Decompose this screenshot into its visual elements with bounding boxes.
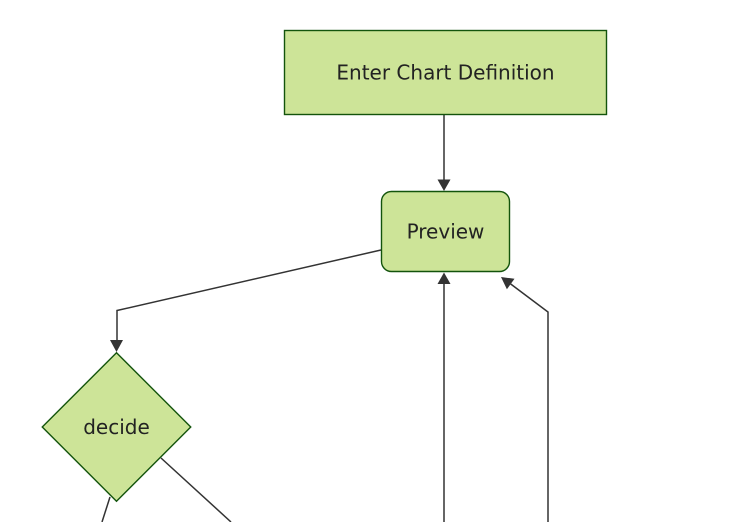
node-enter-chart-definition: Enter Chart Definition xyxy=(283,29,608,116)
preview-box xyxy=(380,190,511,273)
enter-chart-definition-label: Enter Chart Definition xyxy=(336,61,554,85)
edge-offscreen-bottom-right-to-preview xyxy=(510,283,549,522)
edge-decide-to-offscreen-bottom-left xyxy=(101,496,111,522)
edge-decide-to-offscreen-bottom-right xyxy=(160,457,232,522)
decide-label: decide xyxy=(83,415,150,439)
edge-preview-to-decide xyxy=(116,249,382,341)
edge-layer xyxy=(101,115,549,522)
preview-label: Preview xyxy=(407,220,485,244)
arrowhead-into-decide-top xyxy=(110,340,123,352)
arrowhead-into-preview-corner xyxy=(501,277,515,290)
arrowhead-into-preview-bottom xyxy=(437,272,451,284)
decide-diamond xyxy=(41,351,192,503)
arrowhead-into-preview-top xyxy=(437,179,451,191)
node-preview: Preview xyxy=(380,190,511,273)
node-decide: decide xyxy=(41,351,192,503)
enter-chart-definition-box xyxy=(283,29,608,116)
